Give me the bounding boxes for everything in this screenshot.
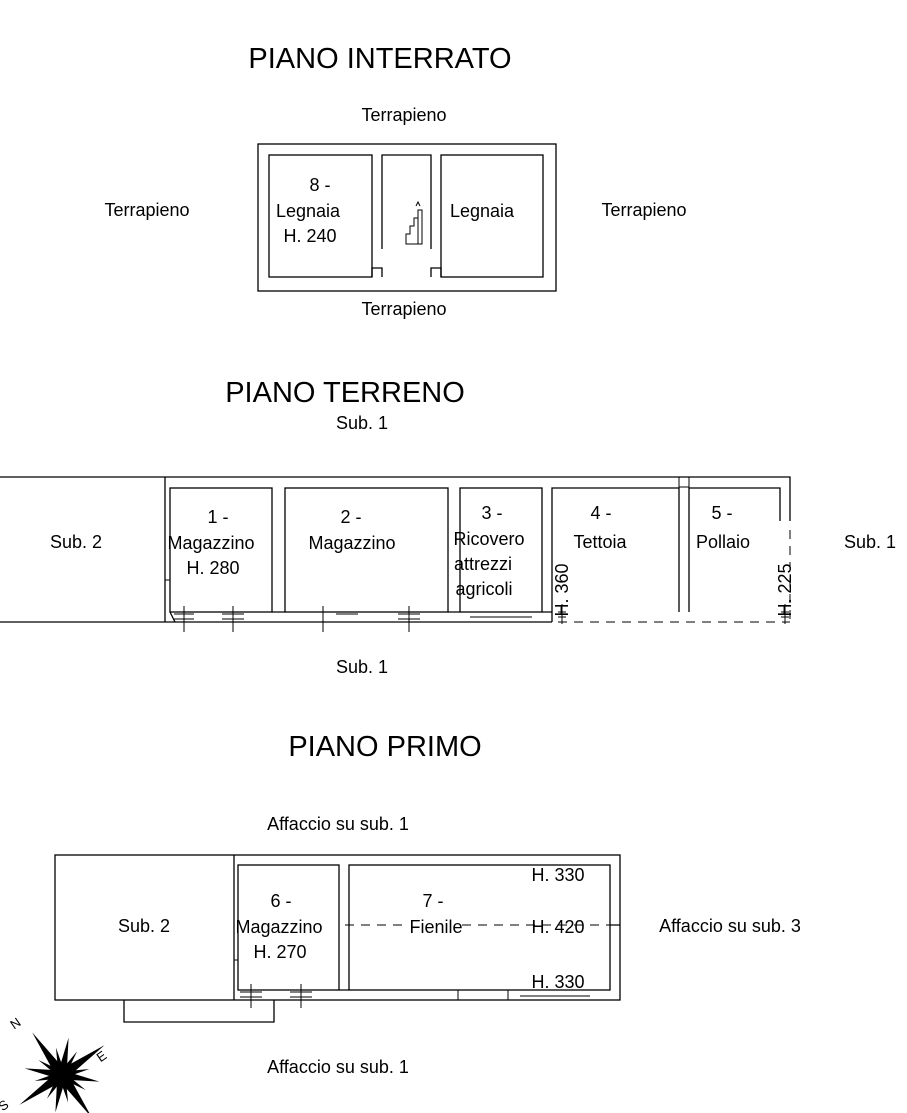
affaccio-bottom-label: Affaccio su sub. 1 (267, 1057, 409, 1077)
room7-height-top: H. 330 (531, 865, 584, 885)
window-symbols (174, 604, 789, 632)
room7-number: 7 - (422, 891, 443, 911)
room8-name: Legnaia (276, 201, 341, 221)
room5-number: 5 - (711, 503, 732, 523)
compass-north-label: N (7, 1014, 23, 1032)
primo-sub-left: Sub. 2 (118, 916, 170, 936)
terrapieno-left-label: Terrapieno (104, 200, 189, 220)
terreno-sub-top: Sub. 1 (336, 413, 388, 433)
room1-number: 1 - (207, 507, 228, 527)
room5-height: H. 225 (775, 563, 795, 616)
terreno-sub-right: Sub. 1 (844, 532, 896, 552)
room3-line2: attrezzi (454, 554, 512, 574)
room8-number: 8 - (309, 175, 330, 195)
room8-height: H. 240 (283, 226, 336, 246)
interrato-title: PIANO INTERRATO (248, 43, 511, 75)
room6-number: 6 - (270, 891, 291, 911)
room4-height: H. 360 (552, 563, 572, 616)
room-legnaia-name: Legnaia (450, 201, 515, 221)
compass-rose-icon: N E S (0, 1014, 110, 1113)
stair-symbol (405, 200, 423, 245)
terrapieno-top-label: Terrapieno (361, 105, 446, 125)
room7-height-mid: H. 420 (531, 917, 584, 937)
room6-height: H. 270 (253, 942, 306, 962)
piano-primo: PIANO PRIMO Affaccio su sub. 1 Affaccio … (54, 731, 801, 1077)
primo-window-symbols (234, 959, 312, 1008)
room5-name: Pollaio (696, 532, 750, 552)
room4-name: Tettoia (573, 532, 627, 552)
room7-name: Fienile (409, 917, 462, 937)
interrato-walls (257, 143, 557, 292)
room2-number: 2 - (340, 507, 361, 527)
room7-height-bottom: H. 330 (531, 972, 584, 992)
room4-number: 4 - (590, 503, 611, 523)
affaccio-top-label: Affaccio su sub. 1 (267, 814, 409, 834)
terreno-sub-bottom: Sub. 1 (336, 657, 388, 677)
terrapieno-bottom-label: Terrapieno (361, 299, 446, 319)
terreno-sub-left: Sub. 2 (50, 532, 102, 552)
terreno-walls (0, 476, 791, 623)
room1-height: H. 280 (186, 558, 239, 578)
room3-line1: Ricovero (453, 529, 524, 549)
room3-number: 3 - (481, 503, 502, 523)
room6-name: Magazzino (235, 917, 322, 937)
terrapieno-right-label: Terrapieno (601, 200, 686, 220)
compass-east-label: E (94, 1047, 110, 1064)
room1-name: Magazzino (167, 533, 254, 553)
room3-line3: agricoli (455, 579, 512, 599)
piano-terreno: PIANO TERRENO Sub. 1 Sub. 2 Sub. 1 Sub. … (0, 377, 896, 677)
compass-south-label: S (0, 1096, 12, 1113)
piano-interrato: PIANO INTERRATO Terrapieno Terrapieno Te… (104, 43, 686, 319)
affaccio-right-label: Affaccio su sub. 3 (659, 916, 801, 936)
room2-name: Magazzino (308, 533, 395, 553)
primo-walls (54, 854, 621, 1023)
terreno-title: PIANO TERRENO (225, 377, 465, 409)
primo-title: PIANO PRIMO (288, 731, 481, 763)
